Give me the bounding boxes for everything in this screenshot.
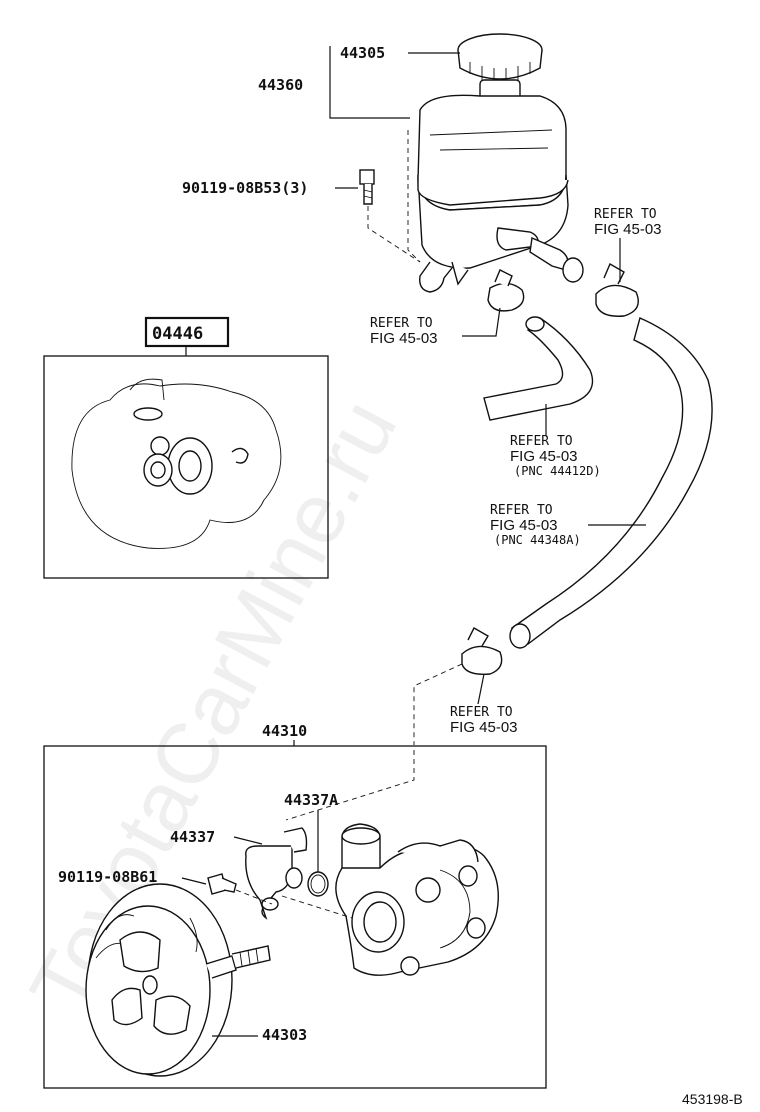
leader-44360 (329, 46, 410, 119)
svg-text:REFER TO: REFER TO (370, 316, 433, 331)
refer-note-4: REFER TO FIG 45-03 (PNC 44348A) (490, 503, 646, 547)
label-90119-08b53: 90119-08B53(3) (182, 179, 308, 197)
svg-text:FIG 45-03: FIG 45-03 (450, 719, 518, 736)
label-44360: 44360 (258, 76, 303, 94)
label-44337: 44337 (170, 828, 215, 846)
return-hose (483, 316, 594, 421)
reservoir-assembly (417, 33, 584, 312)
svg-text:FIG 45-03: FIG 45-03 (510, 448, 578, 465)
label-04446-frame (144, 316, 230, 348)
gasket-kit-drawing (71, 378, 282, 549)
svg-text:FIG 45-03: FIG 45-03 (594, 221, 662, 238)
label-44337a: 44337A (284, 791, 338, 809)
refer-note-5: REFER TO FIG 45-03 (450, 673, 518, 736)
union-44337-drawing (245, 827, 308, 920)
label-44303: 44303 (262, 1026, 307, 1044)
svg-text:FIG 45-03: FIG 45-03 (370, 330, 438, 347)
pressure-hose (509, 317, 713, 649)
svg-text:REFER TO: REFER TO (594, 207, 657, 222)
svg-text:(PNC 44348A): (PNC 44348A) (494, 533, 581, 547)
reservoir-cap-drawing (457, 33, 543, 103)
bolt-90119-08b53-drawing (359, 169, 375, 205)
label-44310: 44310 (262, 722, 307, 740)
refer-note-1: REFER TO FIG 45-03 (594, 207, 662, 282)
svg-text:REFER TO: REFER TO (490, 503, 553, 518)
pulley-drawing (85, 883, 271, 1077)
svg-text:REFER TO: REFER TO (450, 705, 513, 720)
label-44305: 44305 (340, 44, 385, 62)
pump-assy-frame (43, 745, 547, 1089)
refer-note-3: REFER TO FIG 45-03 (PNC 44412D) (510, 404, 601, 478)
refer-note-2: REFER TO FIG 45-03 (370, 307, 501, 347)
label-04446: 04446 (152, 324, 203, 344)
figure-id: 453198-B (682, 1091, 743, 1107)
svg-text:(PNC 44412D): (PNC 44412D) (514, 464, 601, 478)
svg-text:REFER TO: REFER TO (510, 434, 573, 449)
label-90119-08b61: 90119-08B61 (58, 868, 157, 886)
svg-text:FIG 45-03: FIG 45-03 (490, 517, 558, 534)
bolt-90119-08b61-drawing (207, 873, 237, 895)
pump-body-drawing (335, 823, 499, 976)
